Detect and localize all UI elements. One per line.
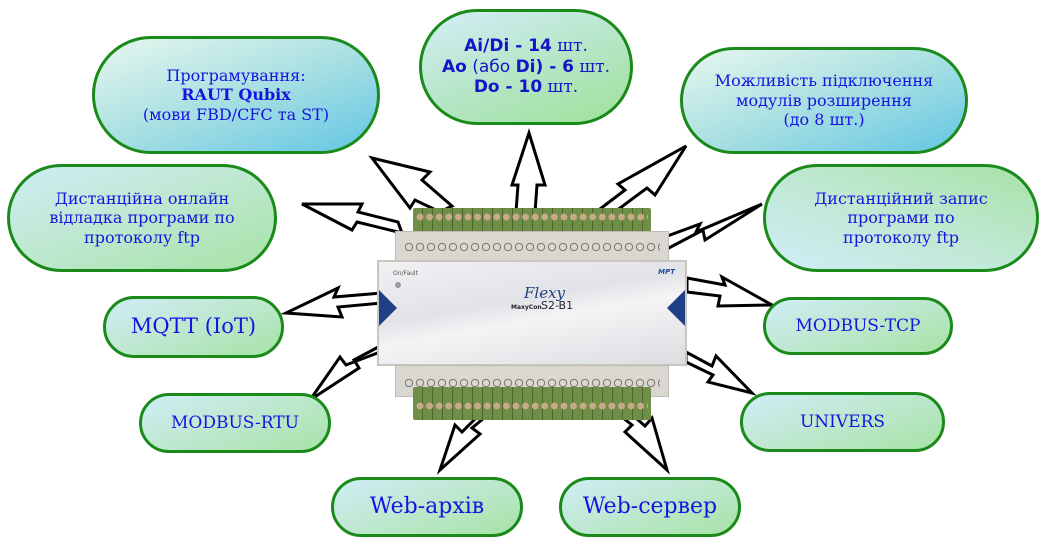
expansion-line3: (до 8 шт.) [783,110,865,130]
bubble-expansion: Можливість підключення модулів розширенн… [680,47,968,154]
programming-line1: Програмування: [166,65,306,85]
bubble-mqtt: MQTT (IoT) [103,296,284,358]
bubble-web-archive: Web-архів [331,477,523,537]
series-name: Flexy [524,284,566,302]
bubble-modbus-tcp: MODBUS-TCP [763,297,953,355]
arrow-to-univers [684,349,757,396]
arrow-to-remote-debug [301,202,405,236]
front-panel: On/Fault МРТ Flexy MaxyCon S2-B1 [377,260,687,366]
arrow-to-modbus-tcp [685,273,778,308]
remote-debug-line2: відладка програми по [49,208,235,228]
remote-write-line3: протоколу ftp [843,227,959,247]
mqtt-label: MQTT (IoT) [130,314,257,339]
arrow-to-remote-write [660,202,763,253]
arrow-to-io [509,128,548,214]
io-line2: Ao (або Di) - 6 шт. [441,56,611,77]
bubble-remote-write: Дистанційний запис програми по протоколу… [763,164,1039,272]
io-line1: Ai/Di - 14 шт. [464,35,588,56]
modbus-rtu-label: MODBUS-RTU [171,412,299,433]
status-led [395,282,401,288]
remote-write-line2: програми по [847,208,955,228]
remote-debug-line3: протоколу ftp [84,227,200,247]
programming-software: RAUT Qubix [181,85,291,105]
expansion-line2: модулів розширення [736,90,912,110]
remote-write-line1: Дистанційний запис [814,188,988,208]
brand-logo: МРТ [658,268,675,276]
arrow-to-expansion [592,144,688,216]
bubble-remote-debug: Дистанційна онлайн відладка програми по … [7,164,277,272]
bubble-programming: Програмування: RAUT Qubix (мови FBD/CFC … [92,36,380,154]
arrow-to-modbus-rtu [308,342,385,402]
left-arrow-emblem-icon [379,290,397,326]
programming-languages: (мови FBD/CFC та ST) [142,104,330,124]
model-name: S2-B1 [541,299,574,312]
plc-controller: On/Fault МРТ Flexy MaxyCon S2-B1 [377,205,687,420]
expansion-line1: Можливість підключення [714,71,934,91]
brand-line: MaxyCon [511,304,542,311]
bottom-terminal-block [413,387,651,420]
right-arrow-emblem-icon [667,290,685,326]
web-archive-label: Web-архів [369,493,485,519]
web-server-label: Web-сервер [582,493,718,519]
univers-label: UNIVERS [799,411,886,432]
arrow-to-mqtt [280,284,384,319]
led-label: On/Fault [393,270,418,277]
bubble-univers: UNIVERS [740,392,945,452]
bubble-web-server: Web-сервер [559,477,741,537]
arrow-to-programming [368,155,455,214]
top-housing [395,231,669,263]
remote-debug-line1: Дистанційна онлайн [54,188,230,208]
io-line3: Do - 10 шт. [473,77,579,98]
bubble-modbus-rtu: MODBUS-RTU [139,393,331,453]
bubble-io: Ai/Di - 14 шт. Ao (або Di) - 6 шт. Do - … [419,9,633,125]
modbus-tcp-label: MODBUS-TCP [795,315,921,336]
